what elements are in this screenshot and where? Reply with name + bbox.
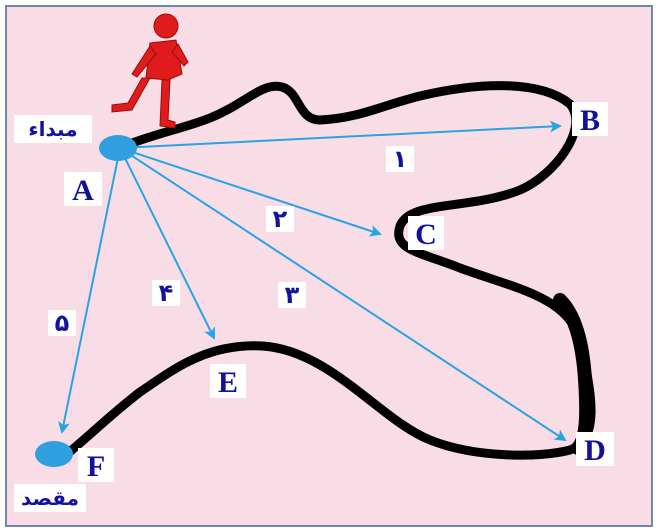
point-e-label: E	[218, 366, 238, 399]
arrow-a-to-f	[58, 147, 121, 434]
label-bg-start	[14, 115, 92, 143]
arrow-a-to-b	[119, 120, 562, 149]
arrow-number-3: ۳	[285, 281, 300, 309]
label-bg-num-2	[266, 206, 294, 232]
point-d-label: D	[584, 434, 606, 467]
label-bg-a	[64, 172, 102, 206]
arrow-number-4: ۴	[159, 279, 174, 307]
label-bg-f	[78, 448, 114, 482]
arrow-a-to-e	[119, 147, 215, 340]
arrow-a-to-d	[119, 147, 567, 442]
node-f	[35, 441, 73, 467]
arrow-number-1: ۱	[393, 145, 408, 173]
label-bg-b	[572, 102, 608, 136]
arrow-number-5: ۵	[55, 309, 70, 337]
trajectory-path	[57, 81, 596, 463]
label-bg-destination	[14, 484, 86, 512]
label-bg-c	[408, 216, 444, 250]
point-a-label: A	[72, 174, 94, 207]
label-bg-d	[576, 432, 614, 466]
label-bg-num-5	[48, 310, 76, 336]
point-c-label: C	[415, 218, 437, 251]
start-label: مبداء	[28, 117, 77, 141]
label-bg-num-1	[386, 146, 414, 172]
arrow-number-2: ۲	[273, 205, 288, 233]
label-bg-num-3	[278, 282, 306, 308]
point-f-label: F	[87, 450, 105, 483]
destination-label: مقصد	[21, 486, 79, 510]
label-bg-e	[210, 364, 246, 398]
point-b-label: B	[580, 104, 600, 137]
label-bg-num-4	[152, 280, 180, 306]
walking-person-icon	[111, 13, 189, 129]
arrow-a-to-c	[119, 147, 382, 237]
node-a	[99, 135, 137, 161]
